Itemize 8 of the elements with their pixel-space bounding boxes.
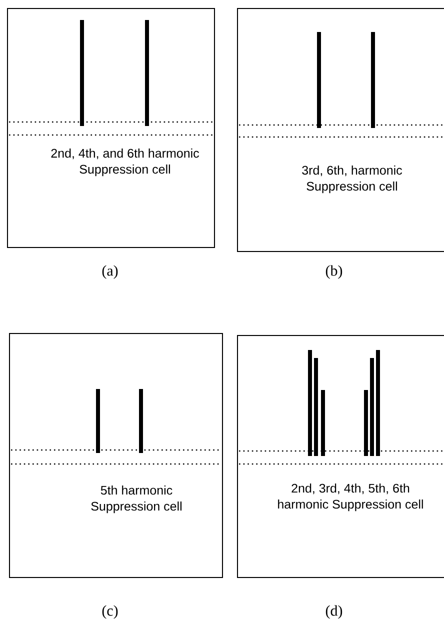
- caption-label: (b): [326, 265, 342, 279]
- cell-box: 3rd, 6th, harmonic Suppression cell: [237, 8, 444, 252]
- caption-label: (d): [326, 605, 342, 619]
- cell-box: 2nd, 3rd, 4th, 5th, 6th harmonic Suppression cell: [237, 335, 444, 578]
- cell-box: 2nd, 4th, and 6th harmonic Suppression cell: [7, 8, 215, 248]
- caption-label: (c): [102, 605, 118, 619]
- caption-label: (a): [102, 265, 118, 279]
- cell-box: 5th harmonic Suppression cell: [9, 333, 223, 578]
